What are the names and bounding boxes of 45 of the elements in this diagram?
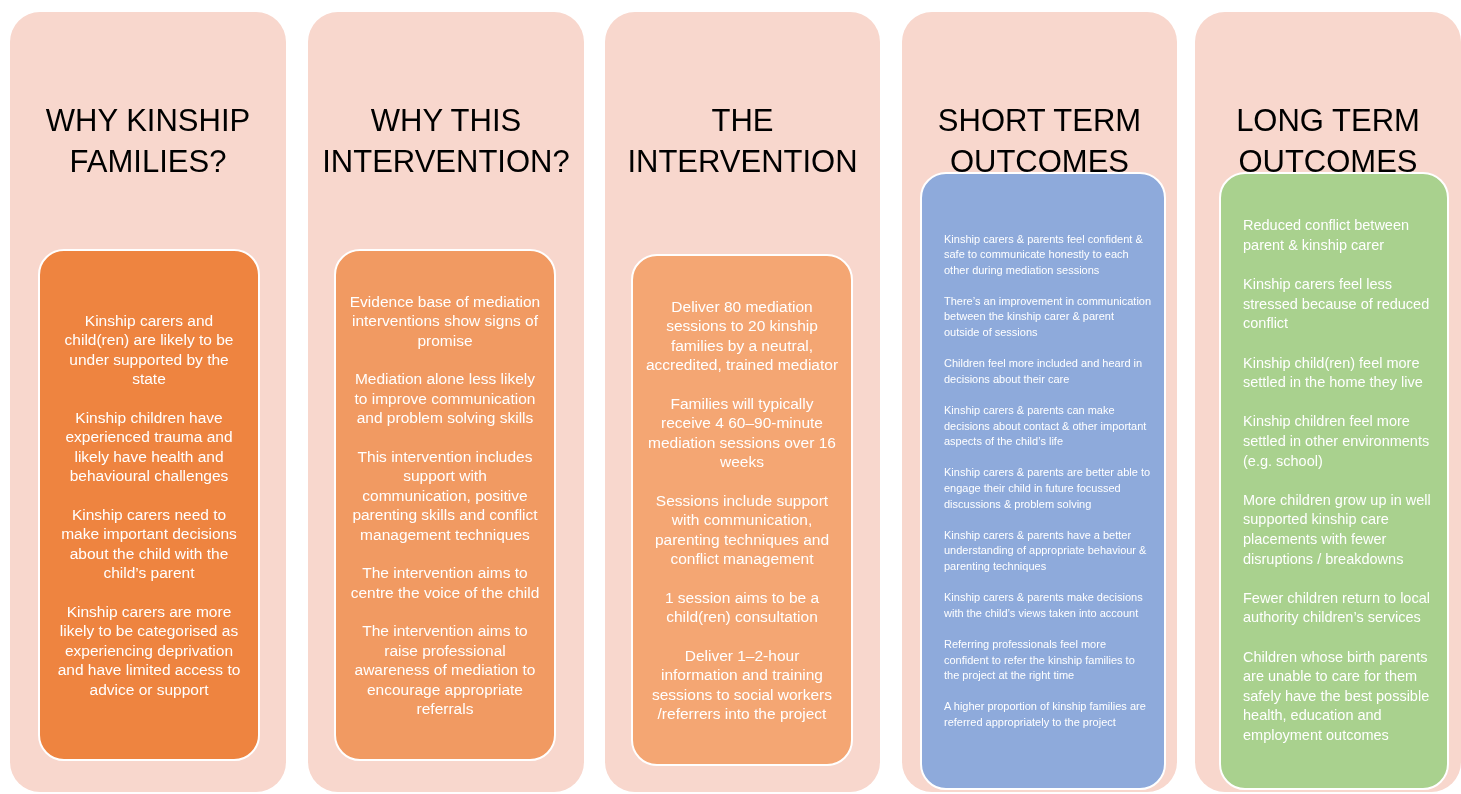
outcome-text: Kinship children feel more settled in other environments (e.g. school) <box>1243 412 1431 471</box>
outcome-text: 1 session aims to be a child(ren) consultation <box>663 587 821 627</box>
content-box <box>334 249 556 761</box>
content-box <box>1219 172 1449 790</box>
outcome-text: Kinship carers & parents feel confident & safe to communicate honestly to each other during mediation sessions <box>944 231 1144 278</box>
column-panel <box>902 12 1177 792</box>
outcome-text: Reduced conflict between parent & kinship carer <box>1243 216 1411 256</box>
outcome-text: Kinship carers feel less stressed because of reduced conflict <box>1243 275 1431 334</box>
outcome-text: Deliver 1–2-hour information and training sessions to social workers /referrers into the project <box>650 645 833 724</box>
outcome-text: The intervention aims to centre the voice of the child <box>349 563 541 602</box>
outcome-text: Sessions include support with communication, parenting techniques and conflict management <box>653 490 831 569</box>
outcome-text: Kinship carers are more likely to be categorised as experiencing deprivation and have limited access to advice or support <box>56 601 242 700</box>
outcome-text: Families will typically receive 4 60–90-minute mediation sessions over 16 weeks <box>647 393 837 472</box>
outcome-text: Kinship carers and child(ren) are likely to be under supported by the state <box>63 310 235 389</box>
outcome-text: This intervention includes support with communication, positive parenting skills and conflict management techniques <box>351 446 539 544</box>
outcome-text: Evidence base of mediation interventions show signs of promise <box>348 291 542 350</box>
outcome-text: Kinship carers need to make important decisions about the child with the child’s parent <box>60 504 238 583</box>
column-heading: WHY THIS INTERVENTION? <box>321 102 571 181</box>
outcome-text: Kinship carers & parents have a better understanding of appropriate behaviour & parenting techniques <box>944 527 1148 574</box>
column-heading: SHORT TERM OUTCOMES <box>936 102 1143 181</box>
column-heading: WHY KINSHIP FAMILIES? <box>44 102 252 181</box>
outcome-text: There’s an improvement in communication between the kinship carer & parent outside of sessions <box>944 293 1152 341</box>
content-box <box>920 172 1166 790</box>
outcome-text: Deliver 80 mediation sessions to 20 kinship families by a neutral, accredited, trained mediator <box>645 296 839 375</box>
outcome-text: Mediation alone less likely to improve communication and problem solving skills <box>353 369 537 428</box>
column-panel <box>10 12 286 792</box>
outcome-text: Children feel more included and heard in decisions about their care <box>944 356 1144 387</box>
column-panel <box>308 12 584 792</box>
outcome-text: Kinship carers & parents make decisions with the child’s views taken into account <box>944 590 1144 621</box>
outcome-text: Kinship child(ren) feel more settled in the home they live <box>1243 353 1424 393</box>
outcome-text: Referring professionals feel more confident to refer the kinship families to the project at the right time <box>944 636 1136 684</box>
outcome-text: Kinship children have experienced trauma and likely have health and behavioural challenges <box>64 407 234 486</box>
column-heading: LONG TERM OUTCOMES <box>1235 102 1421 181</box>
outcome-text: More children grow up in well supported kinship care placements with fewer disruptions / breakdowns <box>1243 490 1432 569</box>
column-panel <box>605 12 880 792</box>
column-panel <box>1195 12 1461 792</box>
outcome-text: Fewer children return to local authority children’s services <box>1243 588 1431 628</box>
content-box <box>631 254 853 766</box>
content-box <box>38 249 260 761</box>
outcome-text: Kinship carers & parents can make decisions about contact & other important aspects of the child’s life <box>944 403 1148 450</box>
outcome-text: Children whose birth parents are unable to care for them safely have the best possible health, education and employment outcomes <box>1243 647 1431 745</box>
column-heading: THE INTERVENTION <box>626 102 859 181</box>
outcome-text: The intervention aims to raise professional awareness of mediation to encourage appropriate referrals <box>353 621 537 719</box>
outcome-text: A higher proportion of kinship families are referred appropriately to the project <box>944 699 1147 730</box>
outcome-text: Kinship carers & parents are better able to engage their child in future focussed discussions & problem solving <box>944 465 1152 512</box>
